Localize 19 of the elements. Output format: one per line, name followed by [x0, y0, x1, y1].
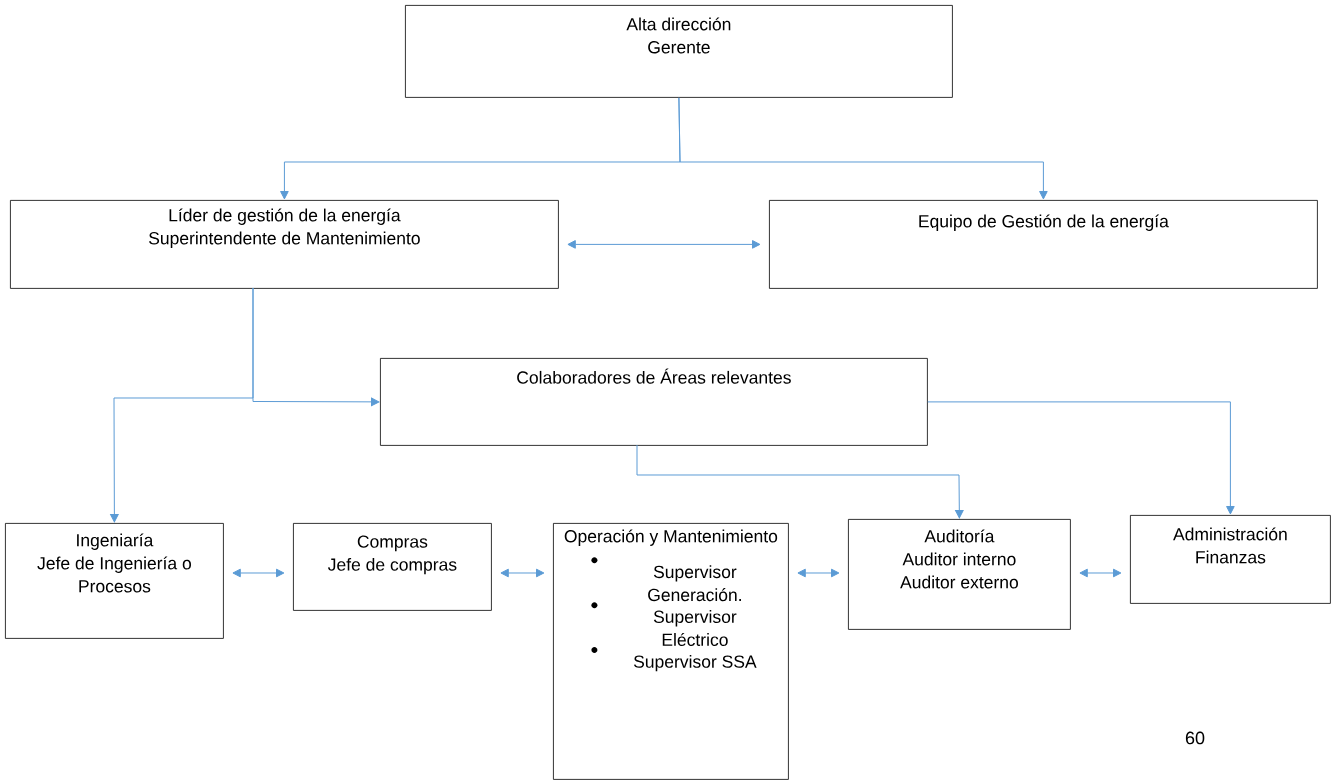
connector-arrow [636, 444, 964, 519]
org-box: Compras Jefe de compras [293, 523, 492, 611]
org-box: Equipo de Gestión de la energía [769, 200, 1318, 289]
connector-arrow [567, 240, 761, 249]
org-box: Ingeniaría Jefe de Ingeniería o Procesos [5, 523, 224, 639]
org-box: Líder de gestión de la energía Superintendente de Mantenimiento [10, 200, 559, 289]
connector-arrow [252, 287, 380, 407]
org-box: Auditoría Auditor interno Auditor externo [848, 519, 1071, 630]
page-number: 60 [1185, 731, 1205, 745]
org-box: Alta dirección Gerente [405, 5, 953, 98]
connector-arrow [927, 401, 1235, 515]
connector-arrow [500, 568, 545, 578]
org-box: Operación y Mantenimiento Supervisor Generación. Supervisor Eléctrico Supervisor SSA [553, 523, 789, 780]
connector-arrow [1079, 568, 1122, 578]
connector-arrow [232, 568, 285, 578]
connector-arrow [678, 97, 1048, 200]
org-box: Administración Finanzas [1130, 515, 1331, 604]
connector-arrow [797, 568, 840, 578]
org-box: Colaboradores de Áreas relevantes [380, 358, 928, 446]
